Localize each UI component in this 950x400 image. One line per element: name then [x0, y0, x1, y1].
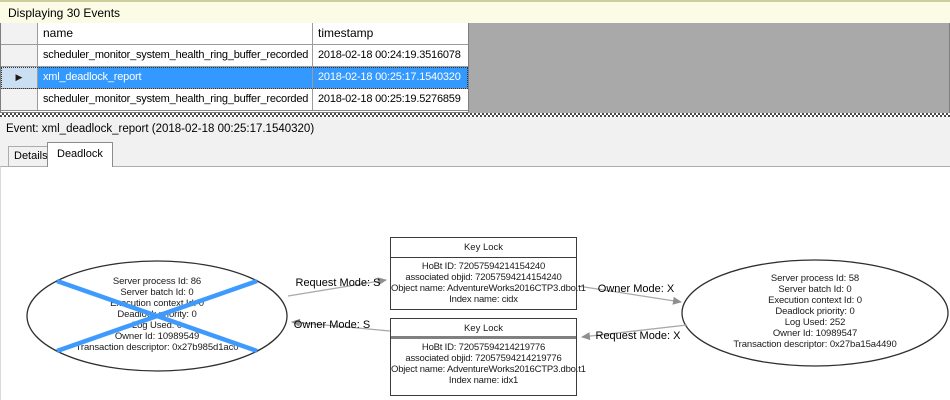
event-timestamp-cell[interactable]: 2018-02-18 00:24:19.3516078: [318, 49, 461, 61]
process-detail-line: Owner Id: 10989549: [114, 331, 200, 342]
key-lock-node-top: Key Lock HoBt ID: 72057594214154240 asso…: [390, 237, 586, 310]
grid-empty-area: [469, 23, 950, 113]
process-detail-line: Execution context Id: 0: [110, 298, 204, 309]
lock-node-details: HoBt ID: 72057594214219776 associated ob…: [391, 339, 586, 386]
tab-deadlock[interactable]: Deadlock: [47, 142, 113, 167]
key-lock-node-bottom: Key Lock HoBt ID: 72057594214219776 asso…: [390, 318, 586, 396]
process-detail-line: Server batch Id: 0: [120, 287, 194, 298]
lock-detail-line: HoBt ID: 72057594214154240: [421, 261, 546, 272]
current-row-marker-icon: ▶: [15, 72, 23, 82]
lock-node-title: Key Lock: [391, 319, 576, 339]
process-detail-line: Execution context Id: 0: [768, 295, 862, 306]
selected-event-label: Event: xml_deadlock_report (2018-02-18 0…: [6, 123, 315, 135]
surviving-process-details: Server process Id: 58 Server batch Id: 0…: [695, 273, 935, 350]
column-header-name[interactable]: name: [38, 23, 313, 44]
event-name-cell[interactable]: xml_deadlock_report: [38, 67, 313, 88]
process-detail-line: Server process Id: 86: [112, 276, 202, 287]
tab-details[interactable]: Details: [8, 146, 54, 166]
lock-detail-line: associated objid: 72057594214219776: [405, 353, 562, 364]
edge-label-request-mode-x: Request Mode: X: [595, 330, 681, 342]
process-detail-line: Log Used: 0: [131, 320, 183, 331]
row-selector-cell[interactable]: ▶: [1, 67, 38, 88]
edge-label-owner-mode-x: Owner Mode: X: [597, 283, 675, 295]
row-selector-cell[interactable]: [1, 45, 38, 66]
lock-detail-line: Object name: AdventureWorks2016CTP3.dbo.…: [391, 364, 586, 375]
pane-splitter[interactable]: [0, 113, 950, 117]
table-row-selected[interactable]: ▶ xml_deadlock_report 2018-02-18 00:25:1…: [1, 67, 468, 89]
process-detail-line: Deadlock priority: 0: [775, 306, 855, 317]
column-header-timestamp[interactable]: timestamp: [318, 26, 374, 40]
lock-detail-line: Index name: idx1: [448, 375, 519, 386]
process-detail-line: Server process Id: 58: [770, 273, 860, 284]
lock-detail-line: Object name: AdventureWorks2016CTP3.dbo.…: [391, 283, 586, 294]
table-header-row: name timestamp: [1, 23, 468, 45]
lock-node-details: HoBt ID: 72057594214154240 associated ob…: [391, 258, 586, 305]
process-detail-line: Log Used: 252: [784, 317, 846, 328]
lock-node-title: Key Lock: [391, 238, 576, 258]
process-detail-line: Deadlock priority: 0: [117, 309, 197, 320]
events-count-label: Displaying 30 Events: [8, 6, 121, 20]
process-detail-line: Server batch Id: 0: [778, 284, 852, 295]
table-row[interactable]: scheduler_monitor_system_health_ring_buf…: [1, 45, 468, 67]
row-selector-header[interactable]: [1, 23, 38, 44]
table-row[interactable]: scheduler_monitor_system_health_ring_buf…: [1, 89, 468, 111]
event-detail-panel: Event: xml_deadlock_report (2018-02-18 0…: [0, 117, 950, 167]
lock-detail-line: associated objid: 72057594214154240: [405, 272, 562, 283]
lock-detail-line: HoBt ID: 72057594214219776: [421, 342, 546, 353]
row-selector-cell[interactable]: [1, 89, 38, 110]
events-table: name timestamp scheduler_monitor_system_…: [0, 23, 469, 113]
event-name-cell[interactable]: scheduler_monitor_system_health_ring_buf…: [38, 89, 313, 110]
event-timestamp-cell[interactable]: 2018-02-18 00:25:17.1540320: [318, 71, 461, 83]
process-detail-line: Transaction descriptor: 0x27b985d1ac0: [75, 342, 239, 353]
process-detail-line: Transaction descriptor: 0x27ba15a4490: [733, 339, 897, 350]
events-count-bar: Displaying 30 Events: [0, 0, 950, 23]
lock-detail-line: Index name: cidx: [449, 294, 518, 305]
event-timestamp-cell[interactable]: 2018-02-18 00:25:19.5276859: [318, 93, 461, 105]
victim-process-details: Server process Id: 86 Server batch Id: 0…: [37, 276, 277, 353]
edge-label-request-mode-s: Request Mode: S: [295, 277, 381, 289]
edge-label-owner-mode-s: Owner Mode: S: [293, 319, 371, 331]
process-detail-line: Owner Id: 10989547: [772, 328, 858, 339]
event-name-cell[interactable]: scheduler_monitor_system_health_ring_buf…: [38, 45, 313, 66]
